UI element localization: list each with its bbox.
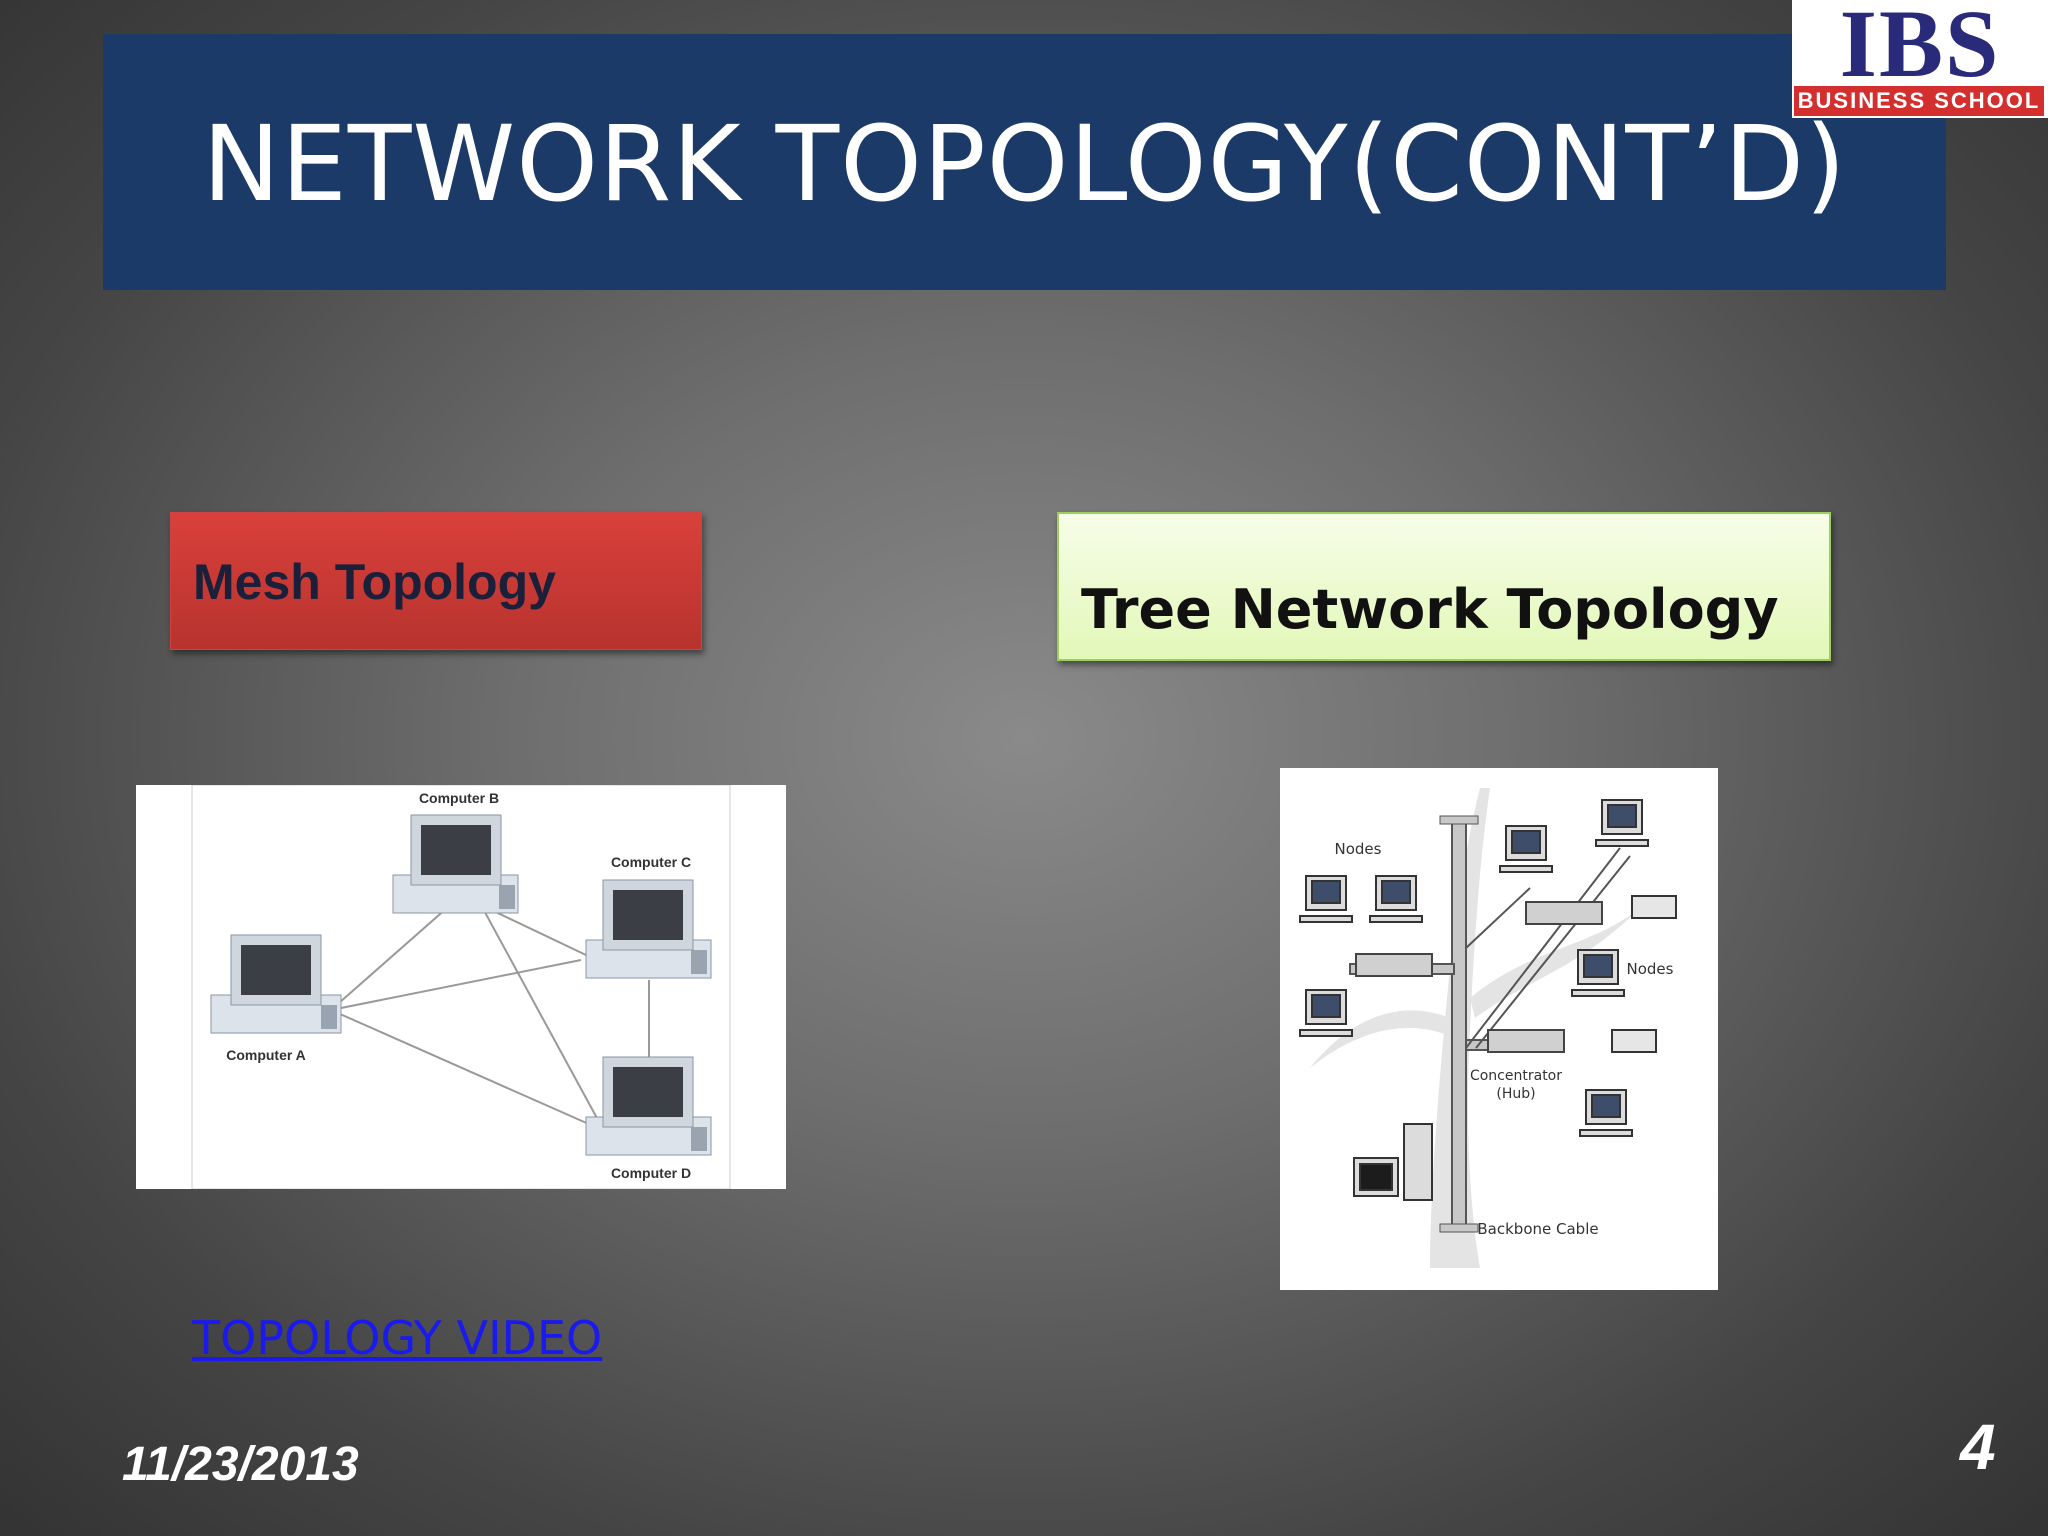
computer-a-icon: [210, 934, 342, 1034]
mesh-topology-image: Computer B Computer C Computer A Compute…: [136, 784, 786, 1190]
hub-icons: [1355, 901, 1603, 1053]
nodes-right-label: Nodes: [1627, 960, 1674, 978]
logo-main-text: IBS: [1839, 0, 2001, 97]
computer-b-icon: [392, 814, 519, 914]
computer-c-label: Computer C: [611, 854, 691, 870]
ibs-logo: IBS BUSINESS SCHOOL: [1792, 0, 2048, 118]
topology-video-link[interactable]: TOPOLOGY VIDEO: [192, 1311, 603, 1365]
hub-label-line1: Concentrator: [1470, 1068, 1562, 1084]
computer-d-icon: [585, 1056, 712, 1156]
mesh-topology-label: Mesh Topology: [193, 554, 556, 610]
hub-label-line2: (Hub): [1496, 1086, 1535, 1102]
backbone-label: Backbone Cable: [1477, 1220, 1598, 1238]
computer-d-label: Computer D: [611, 1165, 691, 1181]
nodes-left-label: Nodes: [1335, 840, 1382, 858]
tree-topology-image: Nodes Nodes Concentrator (Hub) Backbone …: [1280, 768, 1718, 1290]
tree-topology-label-box: Tree Network Topology: [1057, 512, 1831, 661]
logo-sub-text: BUSINESS SCHOOL: [1794, 86, 2044, 116]
tree-diagram-svg: Nodes Nodes Concentrator (Hub) Backbone …: [1299, 788, 1677, 1268]
computer-c-icon: [585, 879, 712, 979]
backbone-cap: [1439, 1223, 1479, 1233]
tree-branch-shape: [1310, 1010, 1455, 1068]
backbone-cap: [1439, 815, 1479, 825]
slide-title: NETWORK TOPOLOGY(CONT’D): [202, 103, 1847, 225]
computer-a-label: Computer A: [226, 1047, 306, 1063]
printer-icons: [1611, 895, 1677, 1053]
title-bar: NETWORK TOPOLOGY(CONT’D): [103, 34, 1946, 290]
backbone-cable: [1451, 817, 1467, 1229]
server-tower: [1403, 1123, 1433, 1201]
slide-date: 11/23/2013: [122, 1438, 359, 1491]
node-monitors: [1299, 799, 1649, 1201]
slide-page-number: 4: [1960, 1411, 1996, 1483]
tree-topology-label: Tree Network Topology: [1081, 578, 1779, 641]
tree-branch-shape: [1470, 908, 1640, 1018]
mesh-topology-label-box: Mesh Topology: [170, 512, 702, 650]
computer-b-label: Computer B: [419, 790, 499, 806]
mesh-diagram-svg: Computer B Computer C Computer A Compute…: [191, 784, 731, 1190]
